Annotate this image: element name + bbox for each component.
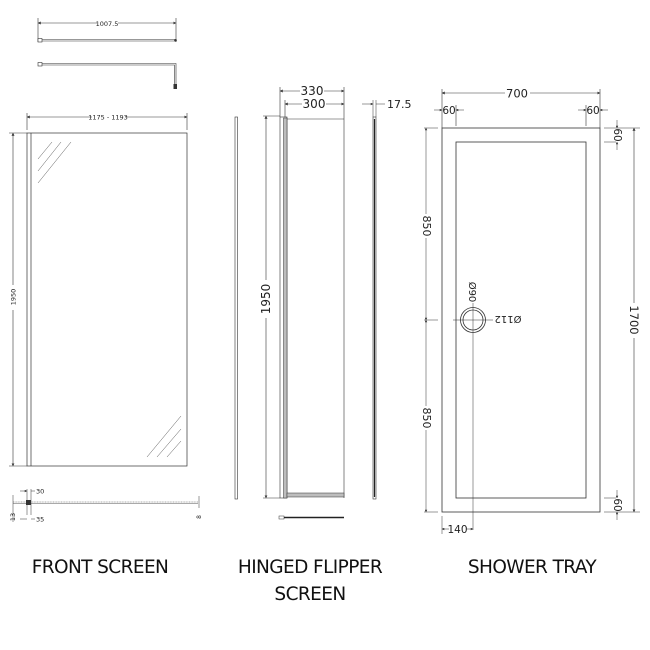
flipper-overall-width-dimension: 330 [279,84,345,498]
support-bar-dimension: 1007.5 [37,18,177,42]
tray-bottom-rim-dimension: 60 [604,490,640,520]
front-height-dimension: 1950 [9,132,27,467]
tray-waste-position-dimension: 850 850 [420,127,438,513]
flipper-glass-width-dimension: 300 [284,97,345,117]
tray-lower-850-label: 850 [420,408,433,429]
flipper-side-view-right: 17.5 [362,98,412,500]
flipper-screen-drawing: 330 300 1950 17.5 [234,84,412,520]
front-screen-title: FRONT SCREEN [31,557,169,578]
flipper-height-label: 1950 [259,284,273,315]
profile-b-label: 35 [36,516,44,524]
profile-a-label: 30 [36,488,44,496]
front-screen-drawing: 1007.5 1175 - 1193 [9,18,203,524]
shower-tray-title: SHOWER TRAY [467,557,597,578]
support-bar-bent [37,62,177,89]
flipper-glass-panel [279,116,345,499]
flipper-height-dimension: 1950 [259,115,280,499]
tray-right-rim-dimension: 60 [578,105,608,126]
tray-length-label: 1700 [627,305,641,334]
tray-top-rim-dimension: 60 [604,120,640,150]
flipper-thickness-label: 17.5 [387,98,412,111]
tray-right-rim-label: 60 [586,105,599,117]
flipper-glass-width-label: 300 [303,97,326,111]
flipper-side-view-left [234,116,238,500]
tray-top-rim-label: 60 [611,128,623,141]
tray-waste-offset-dimension: 140 [441,516,474,536]
front-profile-detail: 30 35 13 8 [9,488,203,524]
flipper-overall-width-label: 330 [301,84,324,98]
front-width-label: 1175 - 1193 [88,114,128,122]
front-height-label: 1950 [10,289,18,306]
tray-waste-outlet: Ø90 Ø112 [453,282,521,530]
front-glass-panel [26,132,188,467]
tray-upper-850-label: 850 [420,216,433,237]
tray-width-dimension: 700 [441,87,601,128]
tray-left-rim-label: 60 [442,105,455,117]
profile-c-label: 13 [9,513,17,521]
tray-width-label: 700 [506,87,528,101]
flipper-screen-title-line1: HINGED FLIPPER [237,557,383,578]
tray-bottom-rim-label: 60 [611,498,623,511]
shower-tray-drawing: 700 60 60 60 [420,87,641,537]
tray-body [441,127,601,513]
flipper-plan-view [278,515,344,520]
tray-length-dimension: 1700 [627,127,641,513]
support-bar-straight [37,38,177,43]
flipper-screen-title-line2: SCREEN [274,584,346,605]
waste-outer-dia-label: Ø112 [495,313,522,325]
glass-thickness-label: 8 [196,515,203,519]
front-width-dimension: 1175 - 1193 [26,113,188,130]
waste-offset-label: 140 [447,524,467,536]
tray-left-rim-dimension: 60 [434,105,464,126]
support-bar-length-label: 1007.5 [96,20,119,28]
waste-inner-dia-label: Ø90 [466,282,478,303]
